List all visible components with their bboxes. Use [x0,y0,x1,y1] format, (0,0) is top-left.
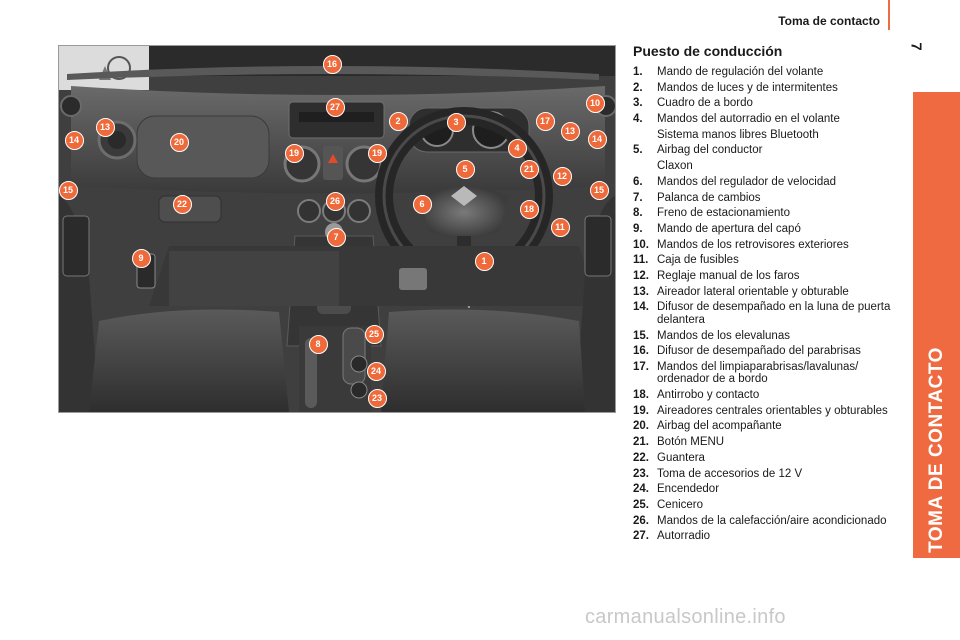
callout-7: 7 [326,227,346,247]
legend-item: 27.Autorradio [633,530,711,543]
page-number: 7 [907,42,925,51]
legend-item: 17.Mandos del limpiaparabrisas/lavalunas… [633,360,859,386]
legend-item: 11.Caja de fusibles [633,254,739,267]
legend-subitem: Claxon [657,160,693,173]
callout-15-right: 15 [589,180,609,200]
callout-3: 3 [446,112,466,132]
legend-item: 12.Reglaje manual de los faros [633,269,800,282]
running-header: Toma de contacto [778,14,880,28]
callout-14-right: 14 [587,129,607,149]
callout-12: 12 [552,166,572,186]
legend-item: 7.Palanca de cambios [633,191,761,204]
callout-18: 18 [519,199,539,219]
inset-panel [59,46,149,90]
legend-item: 19.Aireadores centrales orientables y ob… [633,404,888,417]
legend-item: 10.Mandos de los retrovisores exteriores [633,238,849,251]
callout-17: 17 [535,111,555,131]
callout-5: 5 [455,159,475,179]
legend-item: 4.Mandos del autorradio en el volante [633,113,840,126]
legend-item: 9.Mando de apertura del capó [633,222,801,235]
legend-item: 16.Difusor de desempañado del parabrisas [633,345,861,358]
callout-19-right: 19 [367,143,387,163]
legend-item: 20.Airbag del acompañante [633,420,782,433]
callout-15-left: 15 [59,180,78,200]
callout-2: 2 [388,111,408,131]
legend-item: 26.Mandos de la calefacción/aire acondic… [633,514,887,527]
callout-11: 11 [550,217,570,237]
callout-25: 25 [364,324,384,344]
callout-16: 16 [322,54,342,74]
legend-item: 13.Aireador lateral orientable y obturab… [633,285,849,298]
chapter-side-tab [913,92,960,558]
legend-item: 23.Toma de accesorios de 12 V [633,467,803,480]
callout-13-right: 13 [560,121,580,141]
callout-21: 21 [519,159,539,179]
watermark: carmanualsonline.info [585,606,786,628]
legend-item: 5.Airbag del conductor [633,144,763,157]
callout-26: 26 [325,191,345,211]
legend-item: 18.Antirrobo y contacto [633,389,760,402]
callout-20: 20 [169,132,189,152]
legend-item: 15.Mandos de los elevalunas [633,329,790,342]
callout-13-left: 13 [95,117,115,137]
legend-item: 2.Mandos de luces y de intermitentes [633,81,838,94]
legend-item: 14.Difusor de desempañado en la luna de … [633,301,891,326]
legend-item: 8.Freno de estacionamiento [633,207,790,220]
callout-9: 9 [131,248,151,268]
legend-item: 25.Cenicero [633,498,704,511]
callout-22: 22 [172,194,192,214]
callout-1: 1 [474,251,494,271]
section-title: Puesto de conducción [633,43,783,59]
callout-4: 4 [507,138,527,158]
callout-6: 6 [412,194,432,214]
legend-item: 22.Guantera [633,451,705,464]
legend-item: 21.Botón MENU [633,436,725,449]
callout-27: 27 [325,97,345,117]
side-tab-rule [922,553,960,555]
legend-item: 3.Cuadro de a bordo [633,97,753,110]
chapter-side-tab-label: TOMA DE CONTACTO [926,347,947,553]
legend-subitem: Sistema manos libres Bluetooth [657,128,819,141]
header-rule [888,0,890,30]
legend-item: 6.Mandos del regulador de velocidad [633,175,837,188]
legend-item: 24.Encendedor [633,483,720,496]
dashboard-figure: 16 27 2 3 17 10 13 14 20 19 19 5 4 21 12… [58,45,616,413]
legend-item: 1.Mando de regulación del volante [633,66,824,78]
callout-19-left: 19 [284,143,304,163]
callout-10: 10 [585,93,605,113]
callout-14-left: 14 [64,130,84,150]
callout-24: 24 [366,361,386,381]
callout-8: 8 [308,334,328,354]
component-legend: 1.Mando de regulación del volante 2.Mand… [633,66,905,546]
callout-23: 23 [367,388,387,408]
